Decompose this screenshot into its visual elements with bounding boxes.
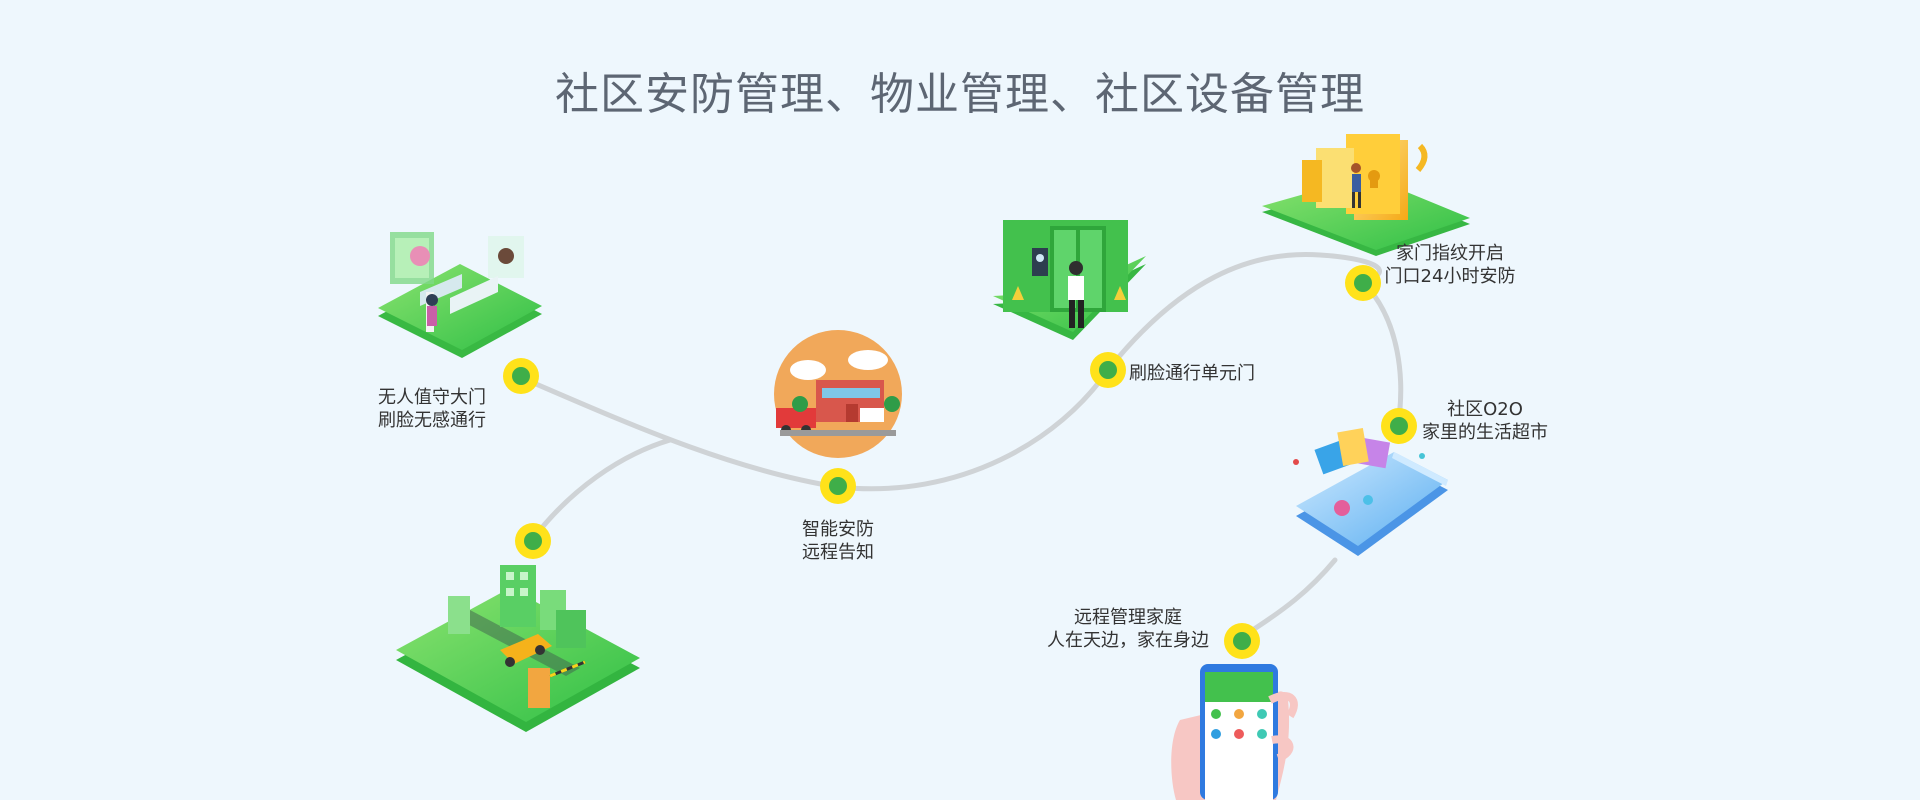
shopping-phone-illustration <box>1293 428 1448 556</box>
node-label-fingerprint: 家门指纹开启 门口24小时安防 <box>1380 242 1520 288</box>
node-label-line: 远程管理家庭 <box>1074 607 1182 628</box>
node-marker-gate <box>503 358 539 394</box>
page-title: 社区安防管理、物业管理、社区设备管理 <box>555 69 1365 120</box>
node-label-line: 无人值守大门 <box>378 387 486 408</box>
node-marker-face-door <box>1090 352 1126 388</box>
node-label-line: 社区O2O <box>1447 399 1523 420</box>
node-label-line: 人在天边，家在身边 <box>1047 630 1209 651</box>
node-label-o2o: 社区O2O 家里的生活超市 <box>1418 398 1552 444</box>
node-label-face-door: 刷脸通行单元门 <box>1129 362 1255 385</box>
connection-path <box>519 251 1404 641</box>
smart-parking-illustration <box>396 565 640 732</box>
turnstile-illustration <box>378 232 542 358</box>
node-marker-fingerprint <box>1345 265 1381 301</box>
node-label-line: 门口24小时安防 <box>1384 266 1516 287</box>
node-markers <box>503 265 1417 659</box>
node-label-line: 刷脸通行单元门 <box>1129 363 1255 384</box>
node-marker-o2o <box>1381 408 1417 444</box>
face-recognition-door-illustration <box>993 220 1146 340</box>
node-label-line: 刷脸无感通行 <box>378 410 486 431</box>
node-label-line: 远程告知 <box>802 542 874 563</box>
node-marker-parking <box>515 523 551 559</box>
node-label-line: 家里的生活超市 <box>1422 422 1548 443</box>
phone-app-hand-illustration <box>1171 664 1298 800</box>
node-label-gate: 无人值守大门 刷脸无感通行 <box>378 386 486 432</box>
node-label-remote: 远程管理家庭 人在天边，家在身边 <box>1036 606 1220 652</box>
fire-station-illustration <box>774 330 902 458</box>
node-label-security: 智能安防 远程告知 <box>788 518 888 564</box>
fingerprint-lock-illustration <box>1262 134 1470 256</box>
node-marker-security <box>820 468 856 504</box>
node-label-line: 家门指纹开启 <box>1396 243 1504 264</box>
node-marker-remote <box>1224 623 1260 659</box>
node-label-line: 智能安防 <box>802 519 874 540</box>
